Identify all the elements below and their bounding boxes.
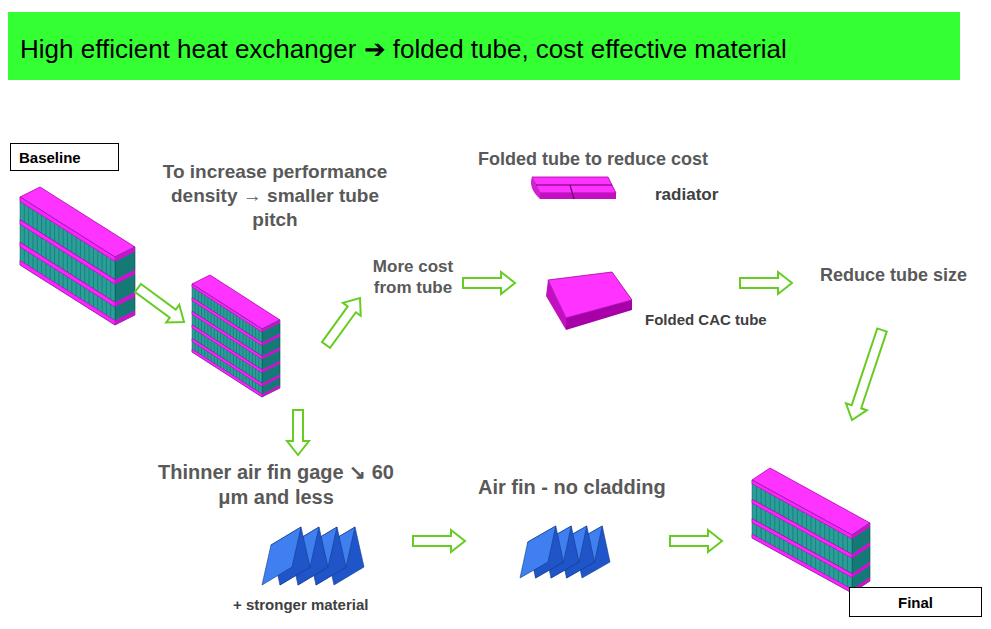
title-band	[8, 12, 960, 80]
stage-box: Baseline	[10, 143, 119, 171]
cac-tube	[546, 272, 632, 330]
title: High efficient heat exchanger ➔ folded t…	[20, 34, 787, 65]
flow-arrow	[413, 530, 465, 552]
flow-arrow	[131, 279, 190, 331]
thin-air-fin	[262, 527, 364, 585]
annotation-label: Folded tube to reduce cost	[478, 148, 708, 171]
annotation-label: More cost from tube	[358, 256, 468, 299]
annotation-label: To increase performance density → smalle…	[150, 160, 400, 231]
annotation-label: Reduce tube size	[820, 264, 967, 287]
flow-arrow	[317, 292, 369, 352]
radiator-tube	[531, 177, 616, 199]
unclad-air-fin	[520, 526, 610, 578]
flow-arrow	[670, 530, 722, 552]
stage-box: Final	[849, 587, 982, 617]
annotation-label: Air fin - no cladding	[478, 475, 666, 500]
flow-arrow	[842, 327, 893, 424]
flow-arrow	[740, 272, 792, 294]
heat-exchanger-pictures	[20, 177, 870, 593]
box-label: Baseline	[19, 149, 110, 166]
annotation-label: Folded CAC tube	[645, 311, 767, 330]
box-label: Final	[858, 594, 973, 611]
annotation-label: radiator	[655, 184, 718, 205]
final-core	[752, 468, 870, 593]
flow-arrows	[131, 272, 892, 552]
small-pitch-core	[192, 275, 280, 397]
baseline-core	[20, 187, 135, 325]
annotation-label: Thinner air fin gage ↘ 60 μm and less	[146, 460, 406, 510]
flow-arrow	[287, 410, 309, 455]
annotation-label: + stronger material	[233, 596, 368, 615]
flow-arrow	[463, 272, 515, 294]
